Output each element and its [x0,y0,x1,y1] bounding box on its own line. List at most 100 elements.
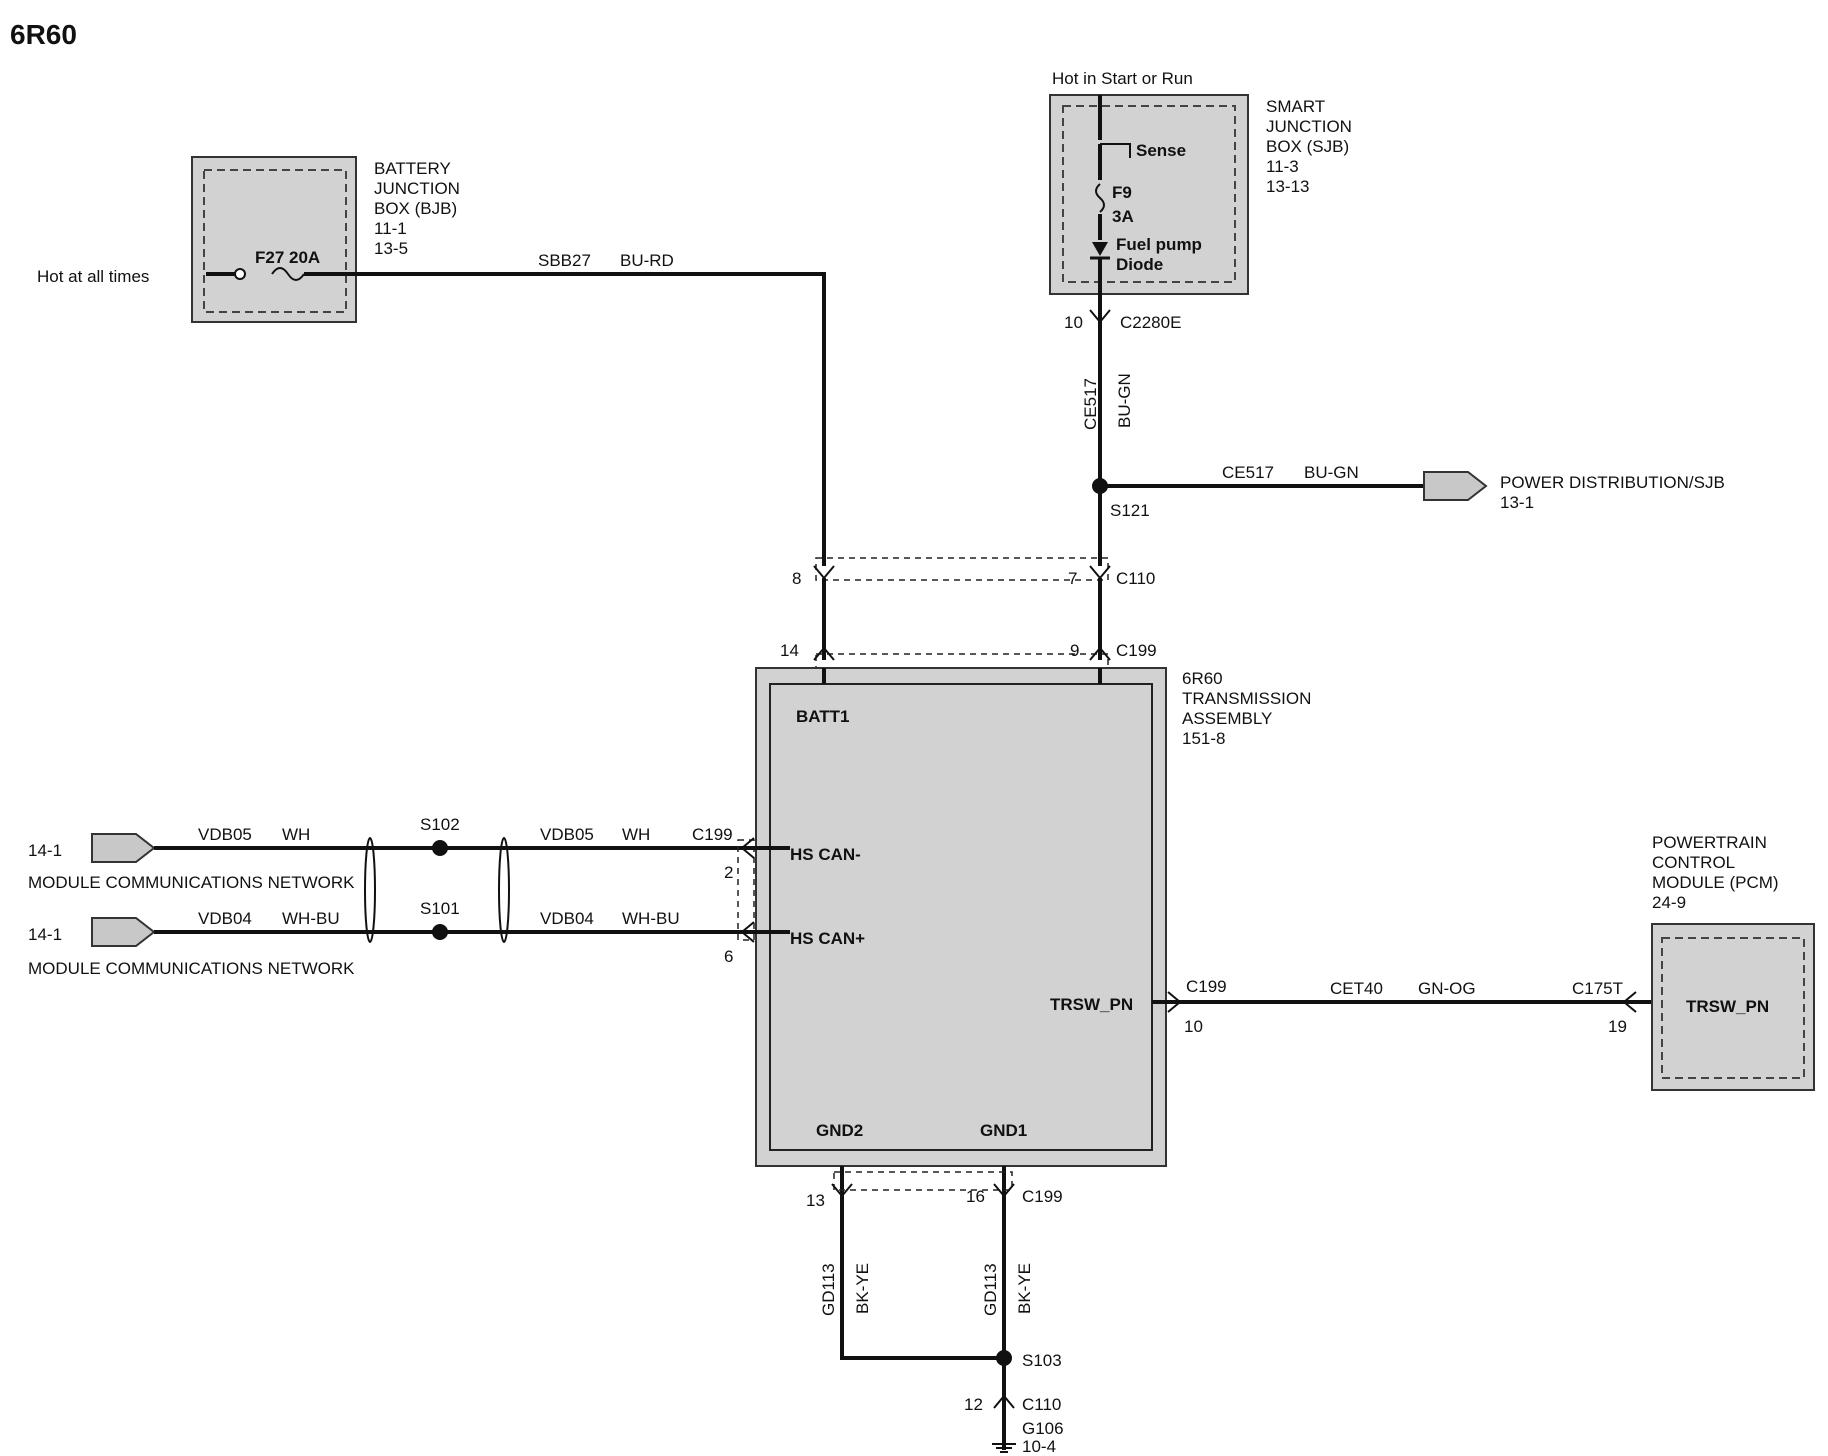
vdb05-right-id: VDB05 [540,825,594,844]
c110-ground-label: C110 [1022,1395,1061,1414]
can-ref-1: 14-1 [28,841,62,860]
sjb-diode-icon [1092,242,1108,256]
transmission-gnd2-pin: GND2 [816,1121,863,1140]
bjb-name-line-5: 13-5 [374,239,408,258]
transmission-hs-can-minus: HS CAN- [790,845,861,864]
sjb-name-line-2: JUNCTION [1266,117,1352,136]
wire-gd113-left [840,1196,1004,1360]
c199-ground-label: C199 [1022,1187,1063,1206]
bjb-name-line-4: 11-1 [374,219,407,238]
sjb-body [1049,94,1249,295]
s103-label: S103 [1022,1351,1062,1370]
transmission-batt-pin: BATT1 [796,707,850,726]
twisted-pair-marker-right-icon [498,837,510,943]
vdb04-left-color: WH-BU [282,909,340,928]
g106-label: G106 [1022,1419,1064,1438]
pcm-pin-label: TRSW_PN [1686,997,1769,1016]
c199-top-pin-left: 14 [780,641,799,660]
splice-s103 [996,1350,1012,1366]
c199-ground-connector-outline [833,1171,1013,1191]
pcm-name-line-4: 24-9 [1652,893,1686,912]
s101-label: S101 [420,899,460,918]
transmission-hs-can-plus: HS CAN+ [790,929,865,948]
pcm-body [1651,923,1815,1091]
splice-s102 [432,840,448,856]
power-distribution-ref: 13-1 [1500,493,1534,512]
c199-trsw-label: C199 [1186,977,1227,996]
sjb-hot-label: Hot in Start or Run [1052,69,1193,88]
transmission-trsw-pin: TRSW_PN [1050,995,1133,1014]
c110-ground-pin-icon [993,1394,1015,1409]
vdb05-left-id: VDB05 [198,825,252,844]
twisted-pair-marker-left-icon [364,837,376,943]
battery-junction-box: F27 20A [191,156,357,323]
sjb-sense-tap [1100,143,1131,158]
sjb-name-line-1: SMART [1266,97,1325,116]
s121-label: S121 [1110,501,1150,520]
c199-can-minus-pin-icon [740,837,755,859]
gd113-right-color: BK-YE [1015,1263,1034,1314]
c110-ground-pin: 12 [964,1395,983,1414]
transmission-gnd1-pin: GND1 [980,1121,1027,1140]
sbb27-id: SBB27 [538,251,591,270]
can-ref-2: 14-1 [28,925,62,944]
c199-top-connector-outline [815,653,1109,669]
bjb-name-line-3: BOX (BJB) [374,199,457,218]
c175t-pin: 19 [1608,1017,1627,1036]
can-network-connector-1-icon [91,833,156,863]
can-network-1: MODULE COMMUNICATIONS NETWORK [28,873,355,892]
c175t-pin-icon [1622,991,1637,1013]
bjb-hot-label: Hot at all times [37,267,149,286]
ce517-horizontal-color: BU-GN [1304,463,1359,482]
sbb27-color: BU-RD [620,251,674,270]
diagram-title: 6R60 [10,19,77,50]
gd113-right-id: GD113 [981,1263,1000,1316]
bjb-fuse-icon [271,267,305,281]
ce517-vertical-color: BU-GN [1115,373,1134,428]
sjb-name-line-4: 11-3 [1266,157,1299,176]
sjb-sense-label: Sense [1136,141,1186,160]
transmission-inner-border [769,683,1153,1151]
c110-pin7-icon [1089,565,1111,580]
cet40-id: CET40 [1330,979,1383,998]
bjb-dashed-border [203,169,347,313]
c2280e-label: C2280E [1120,313,1181,332]
power-distribution-name: POWER DISTRIBUTION/SJB [1500,473,1725,492]
transmission-body [755,667,1167,1167]
pcm-name-line-1: POWERTRAIN [1652,833,1767,852]
s102-label: S102 [420,815,460,834]
c110-pin8-icon [813,565,835,580]
smart-junction-box: Sense F9 3A Fuel pump Diode [1049,94,1249,295]
ce517-vertical-id: CE517 [1081,378,1100,430]
vdb05-right-color: WH [622,825,650,844]
c110-top-label: C110 [1116,569,1155,588]
power-distribution-connector-icon [1423,471,1488,501]
sjb-fuse-rating: 3A [1112,207,1134,226]
g106-ref: 10-4 [1022,1437,1056,1456]
c199-top-label: C199 [1116,641,1157,660]
c2280e-pin: 10 [1064,313,1083,332]
c199-trsw-pin-icon [1167,991,1182,1013]
ce517-horizontal-id: CE517 [1222,463,1274,482]
c110-top-pin-right: 7 [1068,569,1077,588]
c199-pin14-icon [813,646,835,661]
c199-top-pin-right: 9 [1070,641,1079,660]
sjb-diode-line-2: Diode [1116,255,1163,274]
c175t-label: C175T [1572,979,1623,998]
sjb-dashed-border [1062,105,1236,283]
bjb-name-line-2: JUNCTION [374,179,460,198]
c199-can-pin-plus: 6 [724,947,733,966]
sjb-name-line-3: BOX (SJB) [1266,137,1349,156]
can-network-2: MODULE COMMUNICATIONS NETWORK [28,959,355,978]
transmission-name-line-1: 6R60 [1182,669,1223,688]
cet40-color: GN-OG [1418,979,1476,998]
sjb-name-line-5: 13-13 [1266,177,1309,196]
transmission-assembly: BATT1 HS CAN- HS CAN+ TRSW_PN GND2 GND1 [755,667,1167,1167]
c199-ground-pin-right: 16 [966,1187,985,1206]
c199-pin9-icon [1089,646,1111,661]
powertrain-control-module: TRSW_PN [1651,923,1815,1091]
transmission-name-line-4: 151-8 [1182,729,1225,748]
c199-can-pin-minus: 2 [724,863,733,882]
vdb05-left-color: WH [282,825,310,844]
